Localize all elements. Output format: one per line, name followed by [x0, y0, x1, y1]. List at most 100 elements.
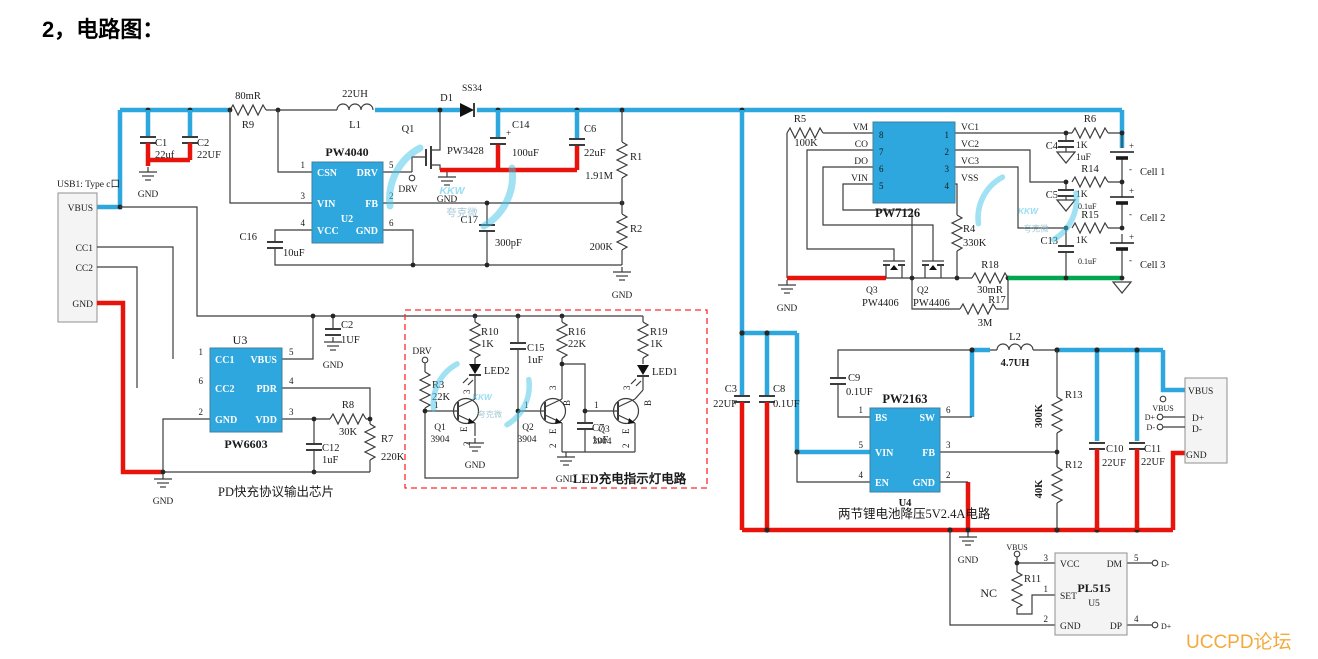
usb-identifier-circuit: VBUS R11 NC VCC SET GND DM DP PL515 U5 3…	[980, 543, 1172, 636]
out-pin-dplus: D+	[1192, 414, 1204, 424]
u7126-num-7: 7	[879, 147, 884, 157]
u3-gnd-label: GND	[153, 497, 174, 507]
buck-caption: 两节锂电池降压5V2.4A电路	[838, 506, 991, 521]
u7126-num-2: 2	[945, 147, 950, 157]
c2b-value-label: 1UF	[341, 335, 360, 346]
led-caption: LED充电指示灯电路	[573, 471, 687, 486]
u7126-pin-vc2: VC2	[961, 140, 979, 150]
u2-pin-gnd: GND	[356, 226, 378, 237]
r19-value-label: 1K	[650, 339, 663, 350]
r18-value-label: 30mR	[977, 285, 1003, 296]
u2-pin-vin: VIN	[317, 199, 336, 210]
u4-pin-en: EN	[875, 478, 890, 489]
r1-value-label: 1.91M	[585, 171, 613, 182]
u3-num-1: 1	[199, 347, 204, 357]
r11-nc-label: NC	[980, 586, 997, 600]
q1-value-label: PW3428	[447, 146, 484, 157]
u2-num-1: 1	[301, 160, 306, 170]
q1b-pin3: 3	[462, 389, 472, 394]
usb-pin-vbus: VBUS	[68, 204, 93, 214]
led2-ref-label: LED2	[484, 366, 510, 377]
out-dplus-stub-label: D+	[1145, 413, 1156, 422]
u3-num-2: 2	[199, 407, 204, 417]
cell2-label: Cell 2	[1140, 213, 1165, 224]
u4-num-3: 3	[946, 440, 951, 450]
r4-ref-label: R4	[963, 224, 976, 235]
c9-value-label: 0.1UF	[846, 387, 873, 398]
kkw-watermark-1: KKW 夸克微	[386, 144, 517, 230]
u5-num-1: 1	[1044, 584, 1049, 594]
r12-value-label: 40K	[1034, 479, 1045, 499]
u2-pin-fb: FB	[365, 199, 378, 210]
c17-ref-label: C17	[460, 215, 478, 226]
u7126-num-3: 3	[945, 164, 950, 174]
q1-gnd-label: GND	[437, 195, 458, 205]
u7126-num-1: 1	[945, 130, 950, 140]
page-title: 2，电路图：	[42, 17, 165, 42]
c14-ref-label: C14	[512, 120, 530, 131]
u3-num-6: 6	[199, 376, 204, 386]
c16-value-label: 10uF	[283, 248, 305, 259]
l1-value-label: 22UH	[342, 89, 368, 100]
c6-ref-label: C6	[584, 124, 596, 135]
cell1-minus: -	[1129, 164, 1132, 174]
u7126-num-6: 6	[879, 164, 884, 174]
r4-value-label: 330K	[963, 238, 987, 249]
input-filter-caps: GND C1 22uf C2 22UF	[138, 110, 221, 200]
c12-value-label: 1uF	[322, 455, 339, 466]
cell2-plus: +	[1129, 186, 1134, 196]
r3-value-label: 22K	[432, 392, 451, 403]
u4-pin-gnd: GND	[913, 478, 935, 489]
u2-pin-csn: CSN	[317, 168, 338, 179]
r13-value-label: 300K	[1034, 403, 1045, 428]
q1b-transistor	[452, 397, 480, 425]
led-indicator-circuit: DRV R3 22K R10 1K LED2 C15 1uF R16 22K R…	[404, 309, 708, 489]
c15-value-label: 1uF	[527, 355, 544, 366]
usb-pin-gnd: GND	[72, 300, 93, 310]
u4-pin-bs: BS	[875, 413, 888, 424]
c13-ref-label: C13	[1040, 236, 1058, 247]
q1b-ref-label: Q1	[434, 423, 446, 433]
buck-gnd-label: GND	[958, 556, 979, 566]
r12-ref-label: R12	[1065, 460, 1083, 471]
kkw-sub-3: 夸克微	[1023, 224, 1049, 234]
cell2-minus: -	[1129, 209, 1132, 219]
u4-pin-fb: FB	[922, 448, 935, 459]
c6-value-label: 22uF	[584, 148, 606, 159]
out-dminus-stub-label: D-	[1147, 423, 1156, 432]
forum-watermark: UCCPD论坛	[1186, 631, 1292, 653]
c9-ref-label: C9	[848, 373, 860, 384]
c4-value-label: 1uF	[1076, 153, 1091, 163]
c5-value-label: 0.1uF	[1078, 202, 1097, 211]
d1-ref-label: D1	[440, 93, 453, 104]
r10-value-label: 1K	[481, 339, 494, 350]
u5-num-3: 3	[1044, 553, 1049, 563]
r2-gnd-label: GND	[612, 291, 633, 301]
u4-pin-vin: VIN	[875, 448, 894, 459]
u5-ref-label: U5	[1088, 599, 1100, 609]
u4-ref-label: U4	[899, 498, 913, 509]
u7126-num-8: 8	[879, 130, 884, 140]
c16-ref-label: C16	[239, 232, 257, 243]
out-pin-gnd: GND	[1186, 451, 1207, 461]
q2-pw4406-mosfet	[921, 260, 945, 279]
l1-ref-label: L1	[349, 120, 361, 131]
c1-ref-label: C1	[155, 138, 167, 149]
u2-ref-label: U2	[341, 214, 353, 225]
u7126-pin-vc3: VC3	[961, 157, 979, 167]
u5-dplus-stub-label: D+	[1161, 622, 1172, 631]
u7126-pin-vm: VM	[853, 123, 869, 133]
u4-num-4: 4	[859, 470, 864, 480]
q3b-transistor	[612, 397, 640, 425]
u3-pin-vbus: VBUS	[250, 355, 277, 366]
kkw-sub-1: 夸克微	[446, 206, 478, 219]
cell1-plus: +	[1129, 141, 1134, 151]
r9-ref-label: R9	[242, 120, 254, 131]
u3-pin-pdr: PDR	[256, 384, 277, 395]
c2b-gnd-label: GND	[323, 361, 344, 371]
r5-ref-label: R5	[794, 114, 806, 125]
q2b-value-label: 3904	[518, 435, 537, 445]
r19-ref-label: R19	[650, 327, 668, 338]
u2-num-4: 4	[301, 218, 306, 228]
r13-ref-label: R13	[1065, 390, 1083, 401]
